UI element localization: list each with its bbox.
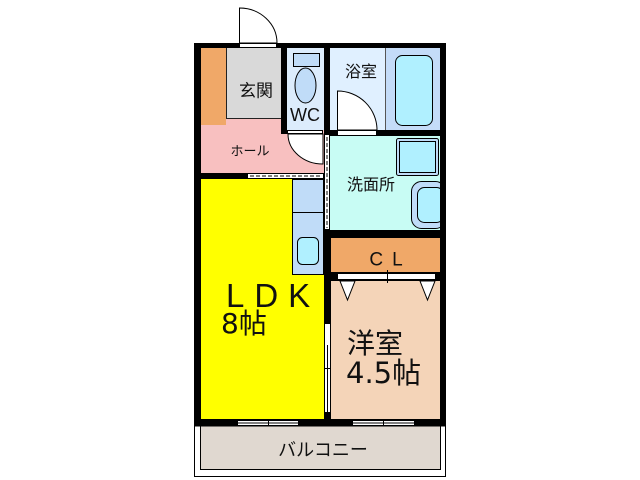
entrance-door-swing-icon[interactable] xyxy=(239,7,278,44)
toilet-bowl-icon xyxy=(294,67,317,104)
balcony-area xyxy=(200,425,441,470)
bathroom-door-opening xyxy=(337,130,377,136)
ldk-size: 8帖 xyxy=(221,307,267,340)
entrance-area xyxy=(226,48,281,118)
entrance-door-opening xyxy=(239,43,277,48)
bathtub-icon xyxy=(395,55,433,126)
balcony-label: バルコニー xyxy=(278,440,368,461)
shoe-storage-area xyxy=(201,48,226,125)
toilet-door-opening xyxy=(287,130,323,134)
western-room-size: 4.5帖 xyxy=(346,356,422,390)
closet-sliding-door[interactable] xyxy=(337,273,436,280)
western-room-label: 洋室 xyxy=(347,327,404,360)
entrance-label: 玄関 xyxy=(239,81,273,102)
closet-area xyxy=(331,238,440,272)
closet-label: CL xyxy=(369,249,412,271)
bathroom-label: 浴室 xyxy=(344,62,378,81)
toilet-door-swing-icon[interactable] xyxy=(287,133,324,165)
bathroom-door-swing-icon[interactable] xyxy=(337,90,378,131)
western-room-area xyxy=(331,281,440,419)
washing-machine-pan-inner xyxy=(399,141,436,173)
hall-label: ホール xyxy=(230,144,270,160)
closet-door-marker-icon xyxy=(419,280,436,302)
ldk-sliding-door[interactable] xyxy=(247,173,324,179)
toilet-label: WC xyxy=(290,105,320,125)
ldk-label: LDK xyxy=(226,277,321,314)
toilet-tank-icon xyxy=(293,53,320,67)
kitchen-sink-icon xyxy=(297,237,319,265)
washroom-label: 洗面所 xyxy=(346,175,396,194)
washbasin-bowl xyxy=(417,187,444,223)
closet-door-marker-icon xyxy=(339,280,356,302)
